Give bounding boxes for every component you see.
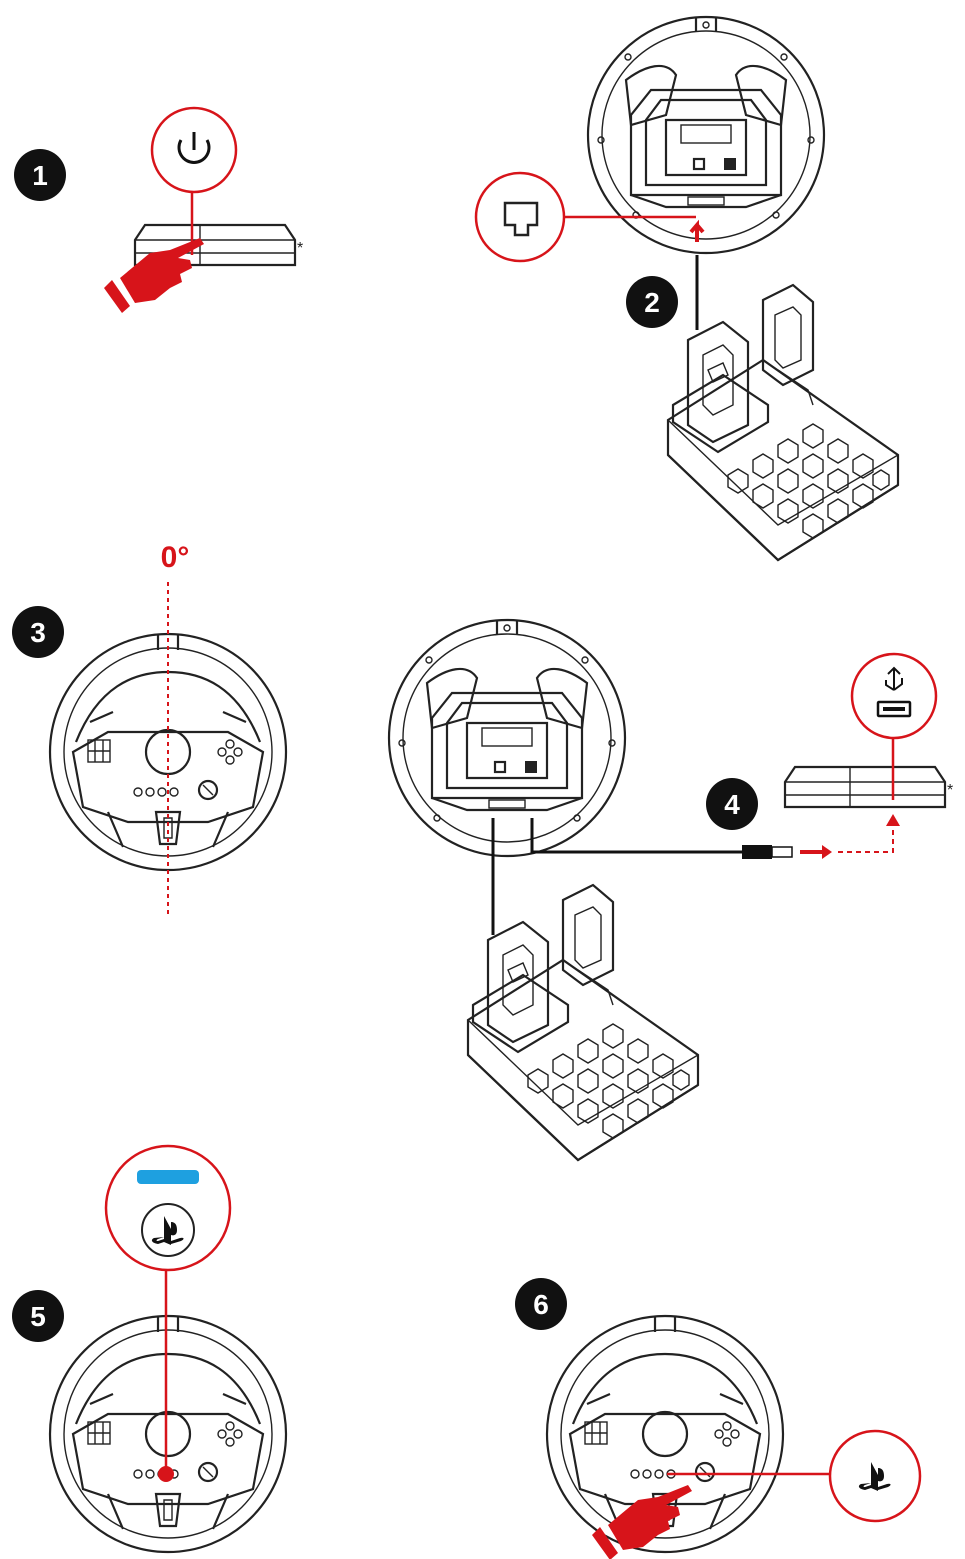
step-3: 3 0° [12, 541, 288, 915]
step-2: 2 [474, 15, 900, 562]
step-5: 5 [12, 1144, 288, 1554]
hand-icon [104, 238, 204, 313]
console-icon [783, 765, 947, 809]
power-icon [177, 132, 211, 164]
step-6: 6 [515, 1278, 922, 1559]
ps-button-highlight [158, 1466, 174, 1482]
usb-callout [850, 652, 938, 740]
wheel-front [48, 1314, 288, 1554]
usb-plug [742, 845, 793, 859]
pedal-port-icon [503, 201, 539, 237]
console-asterisk: * [947, 782, 953, 799]
step-number: 6 [533, 1289, 549, 1320]
step-number: 1 [32, 160, 48, 191]
step-4: 4 * [387, 618, 953, 1162]
step-number: 3 [30, 617, 46, 648]
pedal-set [466, 883, 700, 1162]
step-1: 1 * [14, 106, 303, 313]
usb-icon [876, 666, 912, 718]
step-number: 5 [30, 1301, 46, 1332]
step-number: 4 [724, 789, 740, 820]
pedal-port-callout [474, 171, 566, 263]
step-number: 2 [644, 287, 660, 318]
wheel-rear [387, 618, 627, 858]
led-indicator [137, 1170, 199, 1184]
pedal-set [666, 283, 900, 562]
angle-label: 0° [161, 541, 190, 574]
console-asterisk: * [297, 240, 303, 257]
